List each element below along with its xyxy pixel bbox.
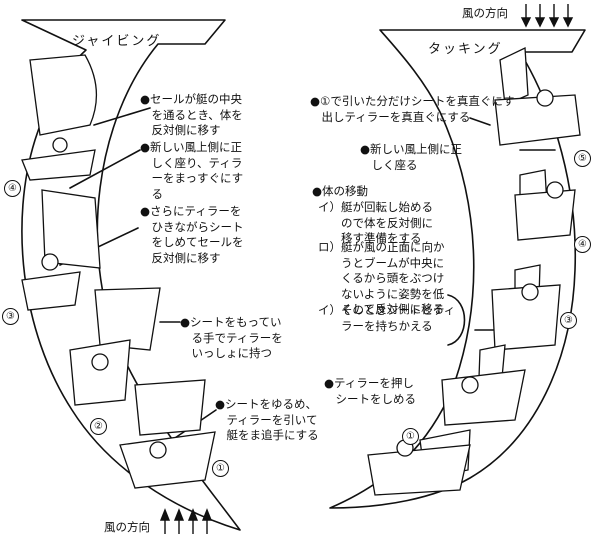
jibing-note-5: ●シートをゆるめ、 ティラーを引いて 艇をま追手にする — [215, 397, 319, 442]
jibe-boat-4 — [21, 149, 96, 181]
tacking-note-3: ●ティラーを押し シートをしめる — [324, 376, 416, 406]
tacking-arrow — [329, 29, 586, 509]
jibing-step-2: ② — [90, 418, 107, 435]
jibe-boat-3 — [21, 271, 81, 311]
tack-boat-2 — [441, 369, 526, 426]
tacking-step-4: ④ — [574, 236, 591, 253]
jibing-arrow — [21, 19, 241, 531]
wind-label-top: 風の方向 — [462, 6, 508, 20]
tack-boat-4 — [514, 189, 576, 241]
jibing-step-3: ③ — [2, 308, 19, 325]
jibing-step-4: ④ — [4, 180, 21, 197]
body-move-item-1: イ）艇が回転し始める ので体を反対側に 移す準備をする — [318, 200, 433, 245]
wind-arrows-top — [520, 4, 574, 28]
jibing-title: ジャイビング — [72, 34, 162, 49]
jibing-note-1: ●セールが艇の中央 を通るとき、体を 反対側に移す — [140, 92, 243, 137]
tack-boat-1 — [367, 444, 471, 496]
tacking-title: タッキング — [428, 42, 503, 57]
tacking-step-1: ① — [402, 428, 419, 445]
jibing-note-4: ●シートをもってい る手でティラーを いっしょに持つ — [180, 315, 283, 360]
wind-arrows-bottom — [159, 508, 213, 534]
jibe-sail-4 — [29, 54, 98, 136]
wind-label-bottom: 風の方向 — [104, 520, 150, 534]
body-move-item-2: ロ）艇が風の正面に向か うとブームが中央に くるから頭をぶつけ ないように姿勢を… — [318, 240, 445, 316]
jibe-sail-2 — [94, 287, 161, 351]
tack-boat-3 — [491, 284, 561, 351]
jibe-boat-2 — [69, 339, 131, 406]
tacking-step-3: ③ — [560, 312, 577, 329]
jibe-sail-3 — [41, 189, 101, 269]
body-move-item-3: イ）そのときシートとティ ラーを持ちかえる — [318, 303, 456, 333]
tacking-note-2: ●新しい風上側に正 しく座る — [360, 142, 463, 172]
tack-sail-5 — [499, 46, 529, 106]
body-move-heading: ●体の移動 — [312, 184, 369, 198]
jibing-note-3: ●さらにティラーを ひきながらシート をしめてセールを 反対側に移す — [140, 204, 244, 265]
tacking-note-1: ●①で引いた分だけシートを真直ぐにす 出しティラーを真直ぐにする — [310, 94, 515, 124]
jibe-sail-1 — [134, 379, 206, 436]
jibing-step-1: ① — [212, 460, 229, 477]
jibe-boat-1 — [119, 431, 216, 489]
jibing-note-2: ●新しい風上側に正 しく座り、ティラ ーをまっすぐにす る — [140, 140, 244, 201]
tacking-step-5: ⑤ — [574, 150, 591, 167]
